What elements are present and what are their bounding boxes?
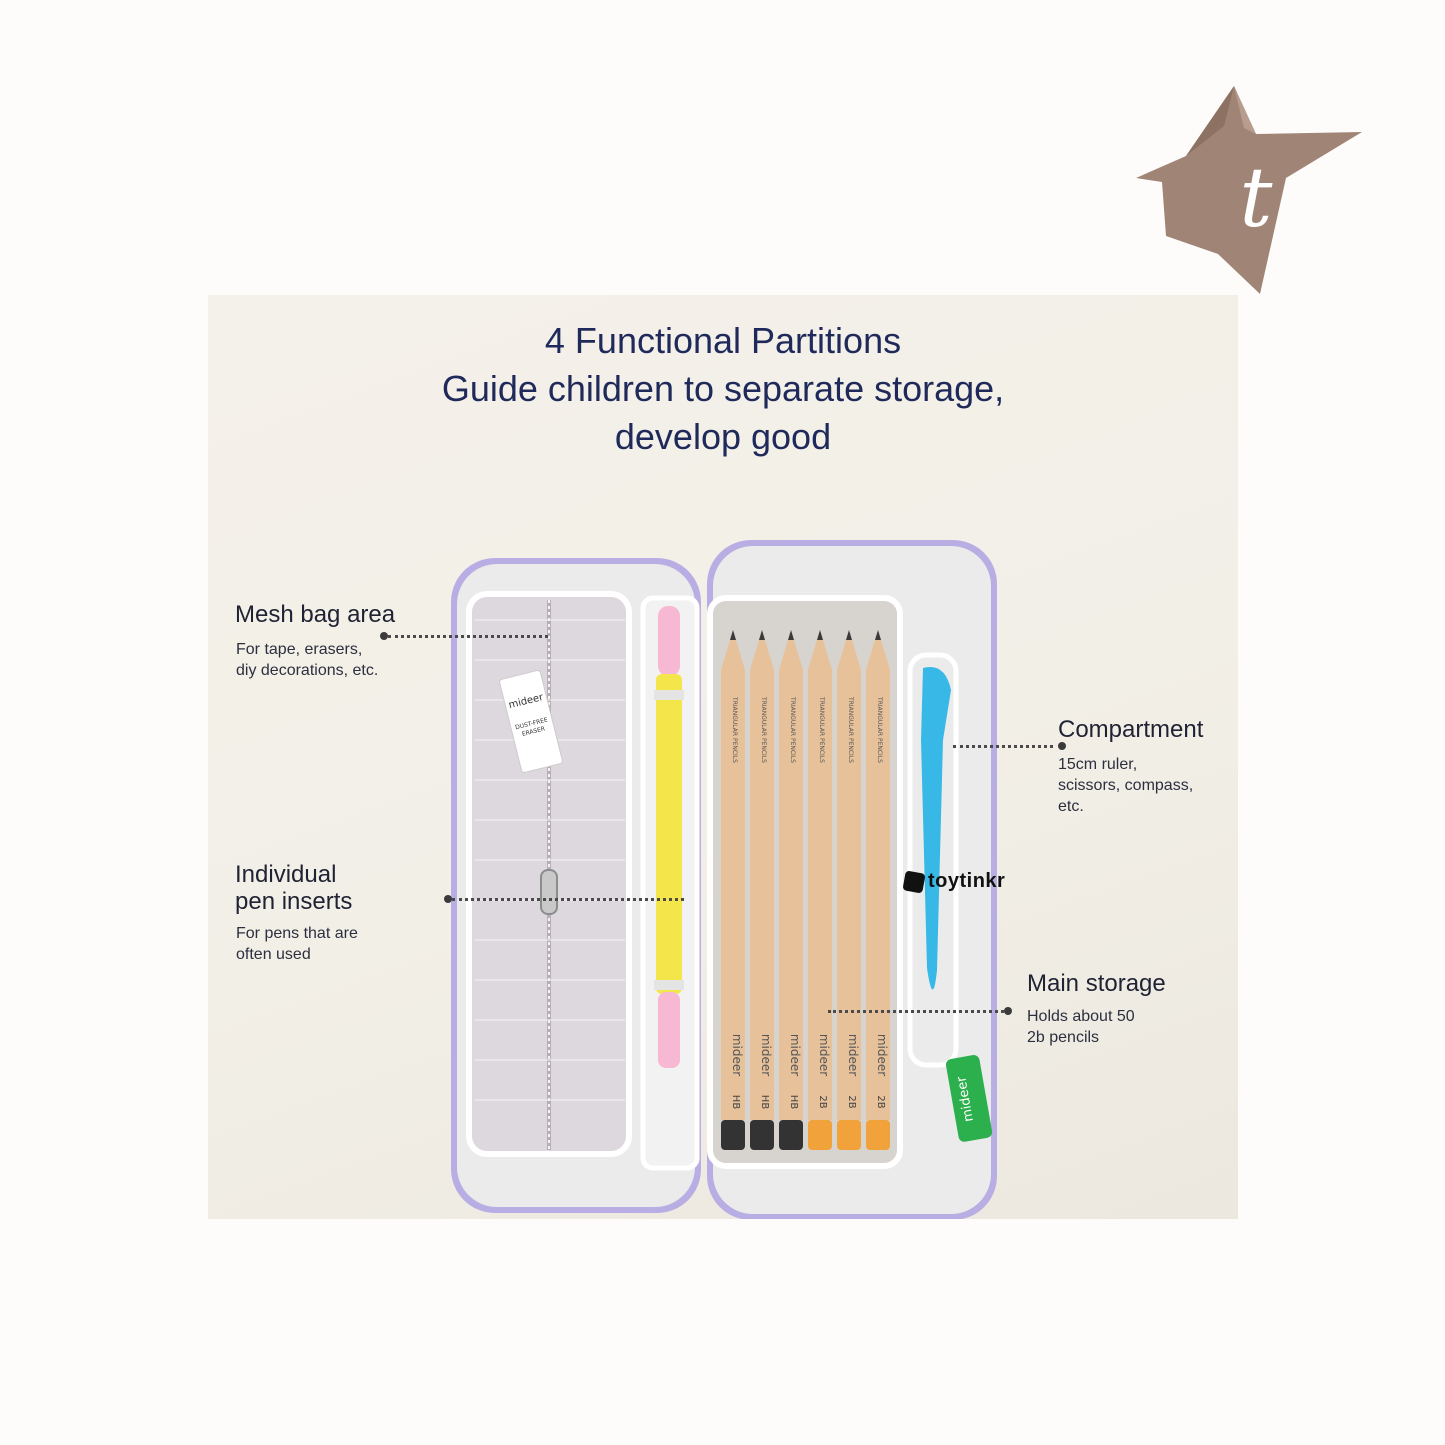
pencil-label-text: TRIANGULAR PENCILS <box>760 696 767 763</box>
pen-leader-line <box>452 898 684 901</box>
pencil-brand-text: mideer <box>846 1034 860 1076</box>
pencil-brand-text: mideer <box>875 1034 889 1076</box>
pencil-label-text: TRIANGULAR PENCILS <box>731 696 738 763</box>
pencil-grade-text: 2B <box>817 1095 828 1108</box>
pencil-label-text: TRIANGULAR PENCILS <box>847 696 854 763</box>
label-pen-title-2: pen inserts <box>235 888 353 915</box>
compartment-leader-dot <box>1058 742 1066 750</box>
svg-text:t: t <box>1240 151 1274 246</box>
pencil-grade-text: HB <box>730 1095 741 1110</box>
main-leader-dot <box>1004 1007 1012 1015</box>
product-panel: 4 Functional Partitions Guide children t… <box>208 295 1238 1219</box>
brand-logo-icon: t <box>1136 86 1362 294</box>
heading-line-3: develop good <box>614 416 832 457</box>
pencil-brand-text: mideer <box>788 1034 802 1076</box>
pen-leader-dot <box>444 895 452 903</box>
label-mesh-desc-1: For tape, erasers, <box>236 641 363 658</box>
label-compartment-title: Compartment <box>1058 716 1204 743</box>
pencil-grade-text: 2B <box>846 1095 857 1108</box>
watermark: toytinkr <box>902 869 1006 894</box>
label-mesh-title: Mesh bag area <box>235 601 396 628</box>
heading-line-2: Guide children to separate storage, <box>441 368 1005 409</box>
label-pen-title-1: Individual <box>235 861 337 888</box>
pencil-case-illustration: mideer DUST-FREE ERASER mideerHBTRIANGUL… <box>451 540 997 1219</box>
pencil-brand-text: mideer <box>759 1034 773 1076</box>
label-compartment-desc-3: etc. <box>1058 798 1084 815</box>
label-pen-desc-2: often used <box>236 946 311 963</box>
heading-line-1: 4 Functional Partitions <box>544 320 902 361</box>
label-main-desc-2: 2b pencils <box>1027 1029 1100 1046</box>
pencil-label-text: TRIANGULAR PENCILS <box>876 696 883 763</box>
pencil-label-text: TRIANGULAR PENCILS <box>818 696 825 763</box>
mesh-leader-dot <box>380 632 388 640</box>
label-main-desc-1: Holds about 50 <box>1027 1008 1135 1025</box>
watermark-logo-icon <box>902 869 926 894</box>
pencil-grade-text: 2B <box>875 1095 886 1108</box>
label-pen-desc-1: For pens that are <box>236 925 358 942</box>
compartment-leader-line <box>953 745 1053 748</box>
mesh-leader-line <box>388 635 548 638</box>
pencil: mideer 2B TRIANGULAR PENCILS <box>837 630 861 1150</box>
label-compartment-desc-2: scissors, compass, <box>1058 777 1194 794</box>
main-leader-line <box>828 1010 1004 1013</box>
label-compartment-desc-1: 15cm ruler, <box>1058 756 1138 773</box>
pencil-label-text: TRIANGULAR PENCILS <box>789 696 796 763</box>
pencil: mideer 2B TRIANGULAR PENCILS <box>808 630 832 1150</box>
label-main-title: Main storage <box>1027 970 1166 997</box>
pencil-grade-text: HB <box>759 1095 770 1110</box>
pencil: mideer 2B TRIANGULAR PENCILS <box>866 630 890 1150</box>
pencil-brand-text: mideer <box>730 1034 744 1076</box>
watermark-text: toytinkr <box>928 870 1006 892</box>
label-mesh-desc-2: diy decorations, etc. <box>236 662 379 679</box>
pencil-brand-text: mideer <box>817 1034 831 1076</box>
pencil-grade-text: HB <box>788 1095 799 1110</box>
